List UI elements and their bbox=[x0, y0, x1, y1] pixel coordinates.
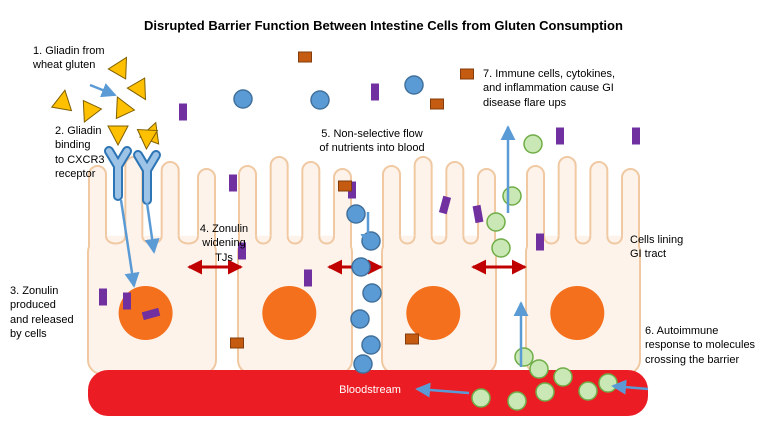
food-molecule bbox=[460, 68, 474, 80]
flow-arrow bbox=[415, 382, 470, 398]
immune-cell-circle bbox=[553, 367, 573, 387]
label-step3-zonulin: 3. Zonulin produced and released by cell… bbox=[10, 285, 74, 340]
nutrient-circle bbox=[353, 354, 373, 374]
intestine-cell bbox=[87, 156, 217, 375]
zonulin-particle bbox=[141, 307, 161, 321]
gliadin-triangle bbox=[82, 99, 103, 123]
intestine-cells-layer bbox=[87, 156, 641, 375]
villi-valleys bbox=[399, 235, 479, 245]
cell-nucleus bbox=[550, 286, 605, 340]
flow-arrow bbox=[611, 379, 649, 395]
zonulin-particle bbox=[229, 174, 237, 192]
flow-arrow bbox=[144, 202, 160, 254]
label-step7-immune: 7. Immune cells, cytokines, and inflamma… bbox=[483, 68, 616, 109]
food-molecule bbox=[230, 337, 244, 349]
flow-arrow bbox=[119, 199, 140, 288]
immune-cell-circle bbox=[491, 238, 511, 258]
diagram-title: Disrupted Barrier Function Between Intes… bbox=[144, 18, 623, 33]
immune-cell-circle bbox=[529, 359, 549, 379]
food-molecule bbox=[405, 333, 419, 345]
label-step1-gliadin: 1. Gliadin from wheat gluten bbox=[33, 45, 105, 72]
nutrient-circle bbox=[362, 283, 382, 303]
zonulin-particle bbox=[371, 83, 379, 101]
receptors-layer bbox=[104, 146, 161, 205]
zonulin-particle bbox=[123, 292, 131, 310]
zonulin-particle bbox=[536, 233, 544, 251]
zonulin-particle bbox=[632, 127, 640, 145]
food-molecule bbox=[298, 51, 312, 63]
cell-nucleus bbox=[262, 286, 317, 340]
gliadin-triangle bbox=[50, 89, 73, 112]
label-step2-cxcr3: 2. Gliadin binding to CXCR3 receptor bbox=[55, 125, 105, 180]
cell-nucleus bbox=[406, 286, 461, 340]
label-step4-tj: 4. Zonulin widening TJs bbox=[199, 223, 249, 264]
particles-layer bbox=[50, 51, 640, 411]
zonulin-particle bbox=[438, 195, 452, 215]
zonulin-particle bbox=[304, 269, 312, 287]
villi-valleys bbox=[255, 235, 335, 245]
gliadin-triangle bbox=[107, 56, 128, 80]
immune-cell-circle bbox=[598, 373, 618, 393]
nutrient-circle bbox=[404, 75, 424, 95]
villi-valleys bbox=[543, 235, 623, 245]
nutrient-circle bbox=[233, 89, 253, 109]
gliadin-triangle bbox=[136, 128, 159, 151]
immune-cell-circle bbox=[578, 381, 598, 401]
cxcr3-receptor bbox=[135, 152, 159, 203]
immune-cell-circle bbox=[471, 388, 491, 408]
gliadin-triangle bbox=[126, 77, 147, 101]
zonulin-particle bbox=[99, 288, 107, 306]
nutrient-circle bbox=[361, 335, 381, 355]
nutrient-circle bbox=[351, 257, 371, 277]
label-step6-autoimmune: 6. Autoimmune response to molecules cros… bbox=[645, 325, 756, 366]
intestine-cell bbox=[525, 156, 641, 375]
label-bloodstream: Bloodstream bbox=[339, 384, 401, 396]
nutrient-circle bbox=[310, 90, 330, 110]
cxcr3-receptor bbox=[106, 148, 130, 199]
label-step5-flow: 5. Non-selective flow of nutrients into … bbox=[319, 128, 425, 155]
zonulin-particle bbox=[472, 204, 484, 224]
gliadin-triangle bbox=[115, 96, 136, 120]
intestine-cell bbox=[237, 156, 353, 375]
food-molecule bbox=[338, 180, 352, 192]
immune-cell-circle bbox=[514, 347, 534, 367]
zonulin-particle bbox=[179, 103, 187, 121]
flow-arrows-layer bbox=[89, 83, 649, 398]
nutrient-circle bbox=[346, 204, 366, 224]
nutrient-circle bbox=[350, 309, 370, 329]
gliadin-triangle bbox=[107, 125, 129, 147]
immune-cell-circle bbox=[523, 134, 543, 154]
nutrient-circle bbox=[361, 231, 381, 251]
immune-cell-circle bbox=[502, 186, 522, 206]
immune-cell-circle bbox=[535, 382, 555, 402]
immune-cell-circle bbox=[486, 212, 506, 232]
zonulin-particle bbox=[556, 127, 564, 145]
immune-cell-circle bbox=[507, 391, 527, 411]
label-cells-lining: Cells lining GI tract bbox=[630, 234, 684, 261]
zonulin-particle bbox=[238, 242, 246, 260]
food-molecule bbox=[430, 98, 444, 110]
flow-arrow bbox=[89, 83, 117, 98]
